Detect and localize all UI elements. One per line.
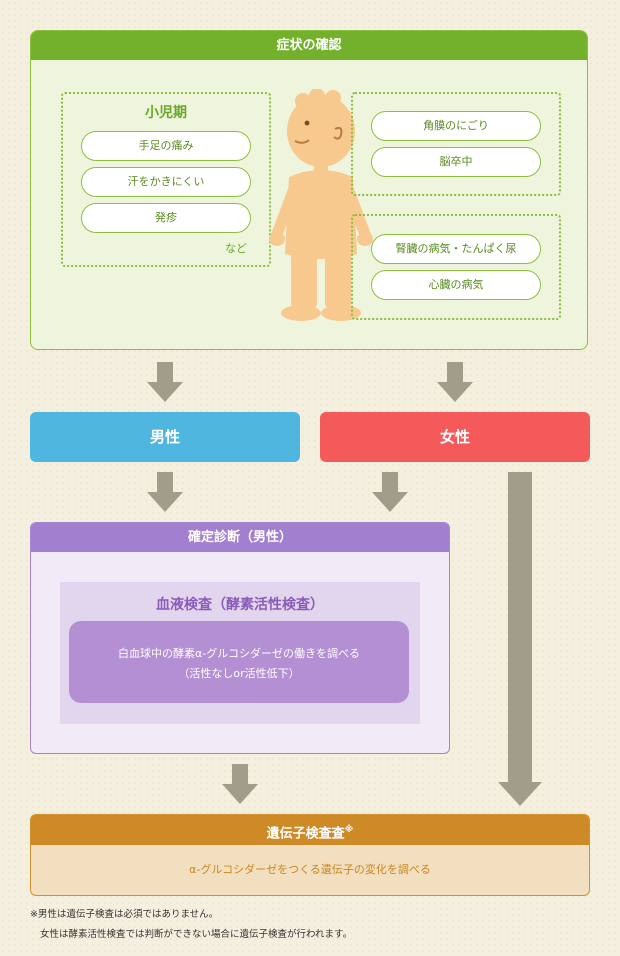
childhood-group: 小児期 手足の痛み 汗をかきにくい 発疹 など xyxy=(61,92,271,267)
organ-group: 腎臓の病気・たんぱく尿 心臓の病気 xyxy=(351,214,561,320)
symptoms-title: 症状の確認 xyxy=(31,31,587,60)
gene-test-description: α-グルコシダーゼをつくる遺伝子の変化を調べる xyxy=(189,863,431,876)
arrow-down-icon xyxy=(147,362,183,402)
gene-test-title-text: 遺伝子検査査 xyxy=(266,826,345,842)
footnote-line2: 女性は酵素活性検査では判断ができない場合に遺伝子検査が行われます。 xyxy=(40,929,353,940)
male-box: 男性 xyxy=(30,412,300,462)
symptom-item-limb-pain: 手足の痛み xyxy=(81,131,251,161)
childhood-title: 小児期 xyxy=(145,105,187,121)
gene-test-title: 遺伝子検査査※ xyxy=(31,815,589,845)
symptom-item-heart: 心臓の病気 xyxy=(371,270,541,300)
gene-test-panel: 遺伝子検査査※ α-グルコシダーゼをつくる遺伝子の変化を調べる xyxy=(30,814,590,896)
symptoms-panel: 症状の確認 小児期 手足の痛み 汗をかきにくい 発疹 など xyxy=(30,30,588,350)
gene-test-note-mark: ※ xyxy=(344,825,354,835)
female-box: 女性 xyxy=(320,412,590,462)
arrow-down-icon xyxy=(437,362,473,402)
diagnosis-panel: 確定診断（男性） 血液検査（酵素活性検査） 白血球中の酵素α-グルコシダーゼの働… xyxy=(30,522,450,754)
blood-test-title: 血液検査（酵素活性検査） xyxy=(156,597,324,613)
eye-brain-group: 角膜のにごり 脳卒中 xyxy=(351,92,561,196)
symptom-item-stroke: 脳卒中 xyxy=(371,147,541,177)
symptom-item-kidney: 腎臓の病気・たんぱく尿 xyxy=(371,234,541,264)
arrow-down-icon xyxy=(147,472,183,512)
symptom-item-corneal-opacity: 角膜のにごり xyxy=(371,111,541,141)
blood-test-desc-line1: 白血球中の酵素α-グルコシダーゼの働きを調べる xyxy=(118,647,360,660)
arrow-down-icon xyxy=(372,472,408,512)
blood-test-desc-line2: （活性なしor活性低下） xyxy=(178,667,300,680)
diagnosis-title: 確定診断（男性） xyxy=(31,523,449,552)
blood-test-description: 白血球中の酵素α-グルコシダーゼの働きを調べる （活性なしor活性低下） xyxy=(69,621,409,703)
etc-label: など xyxy=(225,242,247,255)
blood-test-box: 血液検査（酵素活性検査） 白血球中の酵素α-グルコシダーゼの働きを調べる （活性… xyxy=(60,582,420,724)
symptom-item-rash: 発疹 xyxy=(81,203,251,233)
footnote-line1: ※男性は遺伝子検査は必須ではありません。 xyxy=(30,909,219,920)
arrow-down-icon xyxy=(222,764,258,804)
child-figure-illustration xyxy=(269,89,373,321)
symptom-item-hypohidrosis: 汗をかきにくい xyxy=(81,167,251,197)
arrow-down-long-icon xyxy=(498,472,542,806)
